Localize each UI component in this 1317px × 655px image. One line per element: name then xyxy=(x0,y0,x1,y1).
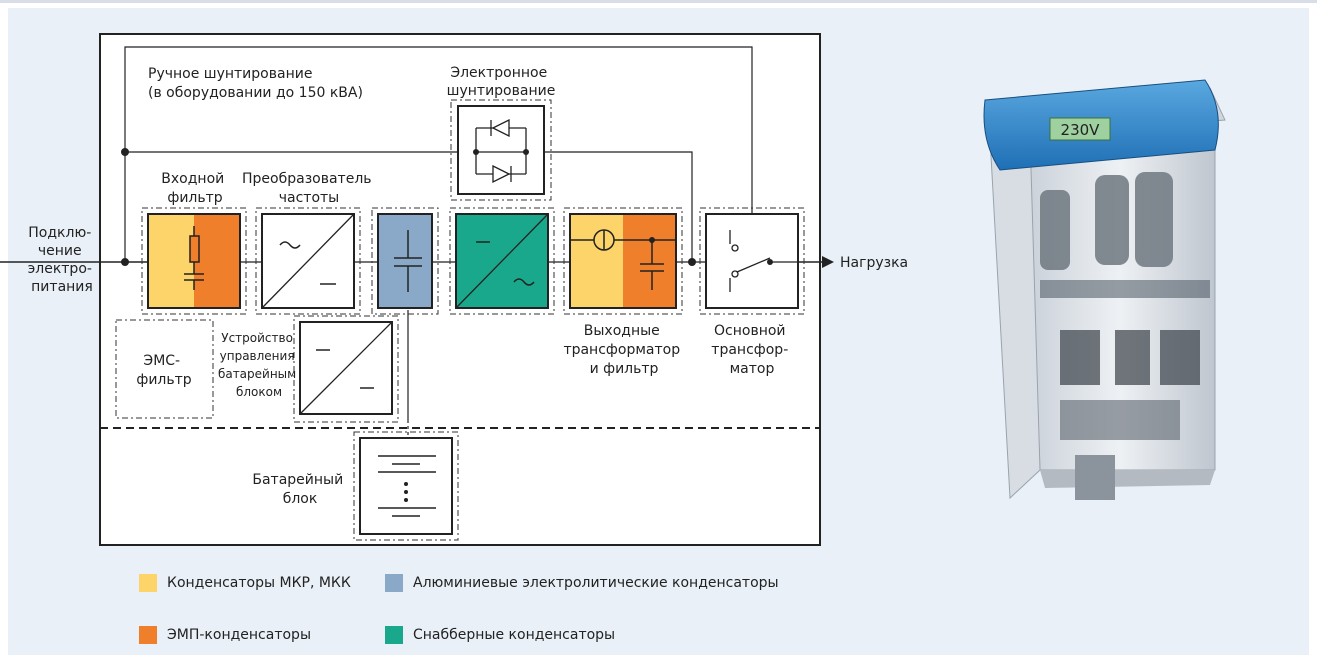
input-filter-block xyxy=(141,207,247,315)
battery-block-label: Батарейный блок xyxy=(252,472,347,507)
manual-bypass-label: Ручное шунтирование (в оборудовании до 1… xyxy=(148,66,363,101)
wiring xyxy=(0,46,822,445)
lcd-display-text: 230V xyxy=(1061,121,1101,139)
legend-label: ЭМП-конденсаторы xyxy=(167,627,311,643)
electronic-bypass-label: Электронное шунтирование xyxy=(447,65,556,99)
emc-filter-block xyxy=(115,319,214,419)
inverter-block xyxy=(449,207,555,315)
legend-label: Конденсаторы МКР, МКК xyxy=(167,575,351,591)
output-label: Нагрузка xyxy=(840,255,908,271)
electronic-bypass-block xyxy=(450,99,552,201)
legend-swatch xyxy=(385,574,403,592)
legend-item-aluminium: Алюминиевые электролитические конденсато… xyxy=(385,574,779,592)
output-arrow-icon xyxy=(822,256,834,268)
emc-filter-label: ЭМС- фильтр xyxy=(136,353,191,388)
legend-label: Снабберные конденсаторы xyxy=(413,627,616,643)
legend-swatch xyxy=(139,626,157,644)
legend-swatch xyxy=(385,626,403,644)
input-filter-label: Входной фильтр xyxy=(161,171,228,206)
main-transformer-label: Основной трансфор- матор xyxy=(711,323,792,377)
legend-swatch xyxy=(139,574,157,592)
junction-dots xyxy=(121,148,696,266)
battery-control-label: Устройство управления батарейным блоком xyxy=(218,331,300,399)
battery-block xyxy=(353,431,459,541)
legend-item-emi: ЭМП-конденсаторы xyxy=(139,626,311,644)
rectifier-block xyxy=(255,207,361,315)
legend-item-snubber: Снабберные конденсаторы xyxy=(385,626,615,644)
input-label: Подклю- чение электро- питания xyxy=(28,225,97,295)
legend-label: Алюминиевые электролитические конденсато… xyxy=(413,575,779,591)
output-transformer-block xyxy=(563,207,683,315)
dc-link-capacitor-block xyxy=(371,207,439,315)
top-divider xyxy=(0,0,1317,3)
battery-control-block xyxy=(293,315,399,423)
legend-item-mkp: Конденсаторы МКР, МКК xyxy=(139,574,351,592)
ups-product-image: 230V xyxy=(983,79,1226,500)
main-switch-block xyxy=(699,207,805,315)
freq-converter-label: Преобразователь частоты xyxy=(242,171,376,206)
output-transformer-label: Выходные трансформатор и фильтр xyxy=(563,323,684,377)
